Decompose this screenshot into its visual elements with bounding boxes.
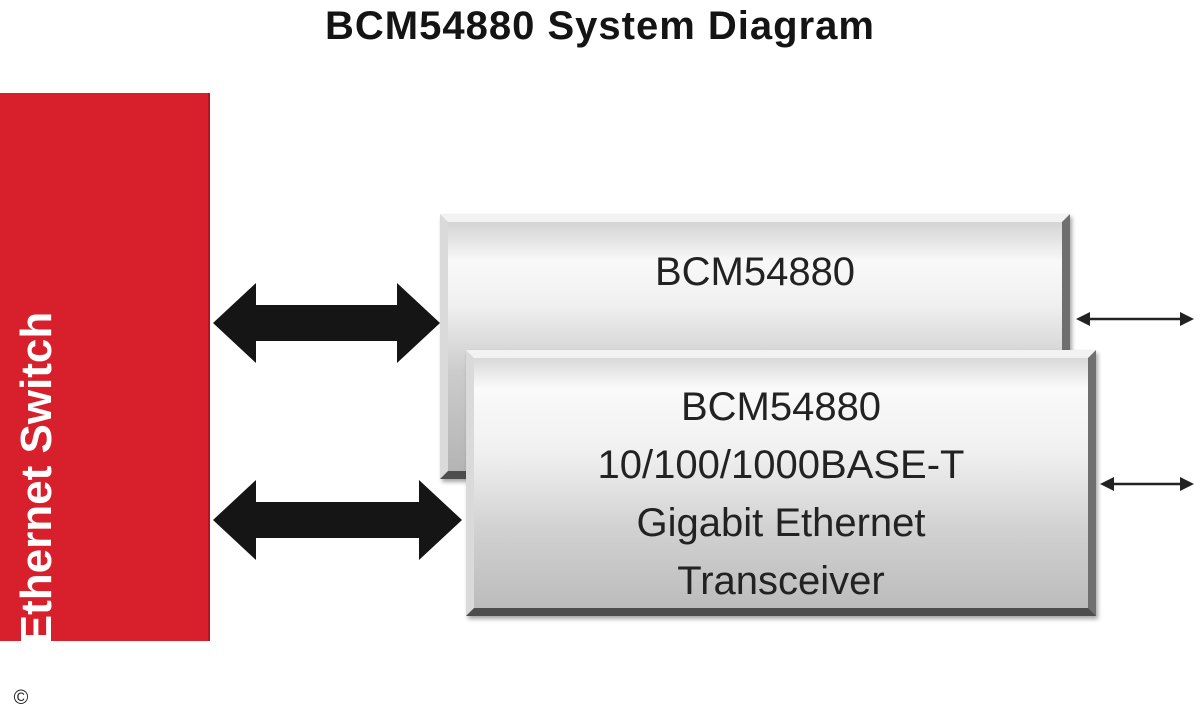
front-chip-label: BCM54880 10/100/1000BASE-T Gigabit Ether…: [474, 378, 1088, 610]
front-chip-line-2: 10/100/1000BASE-T: [597, 443, 965, 487]
thick-bidirectional-arrow-upper: [213, 283, 440, 363]
thin-bidirectional-arrow-upper: [1076, 312, 1194, 326]
front-chip-line-4: Transceiver: [677, 559, 885, 603]
thick-bidirectional-arrow-lower: [213, 480, 462, 560]
front-chip-line-3: Gigabit Ethernet: [636, 501, 926, 545]
copyright-symbol: ©: [13, 687, 29, 709]
diagram-title: BCM54880 System Diagram: [325, 4, 875, 48]
front-chip-line-1: BCM54880: [680, 385, 882, 429]
ethernet-switch-block: Ethernet Switch: [0, 93, 210, 644]
transceiver-block-front: BCM54880 10/100/1000BASE-T Gigabit Ether…: [466, 350, 1096, 616]
thin-bidirectional-arrow-lower: [1100, 477, 1194, 491]
rear-chip-label: BCM54880: [654, 250, 856, 294]
